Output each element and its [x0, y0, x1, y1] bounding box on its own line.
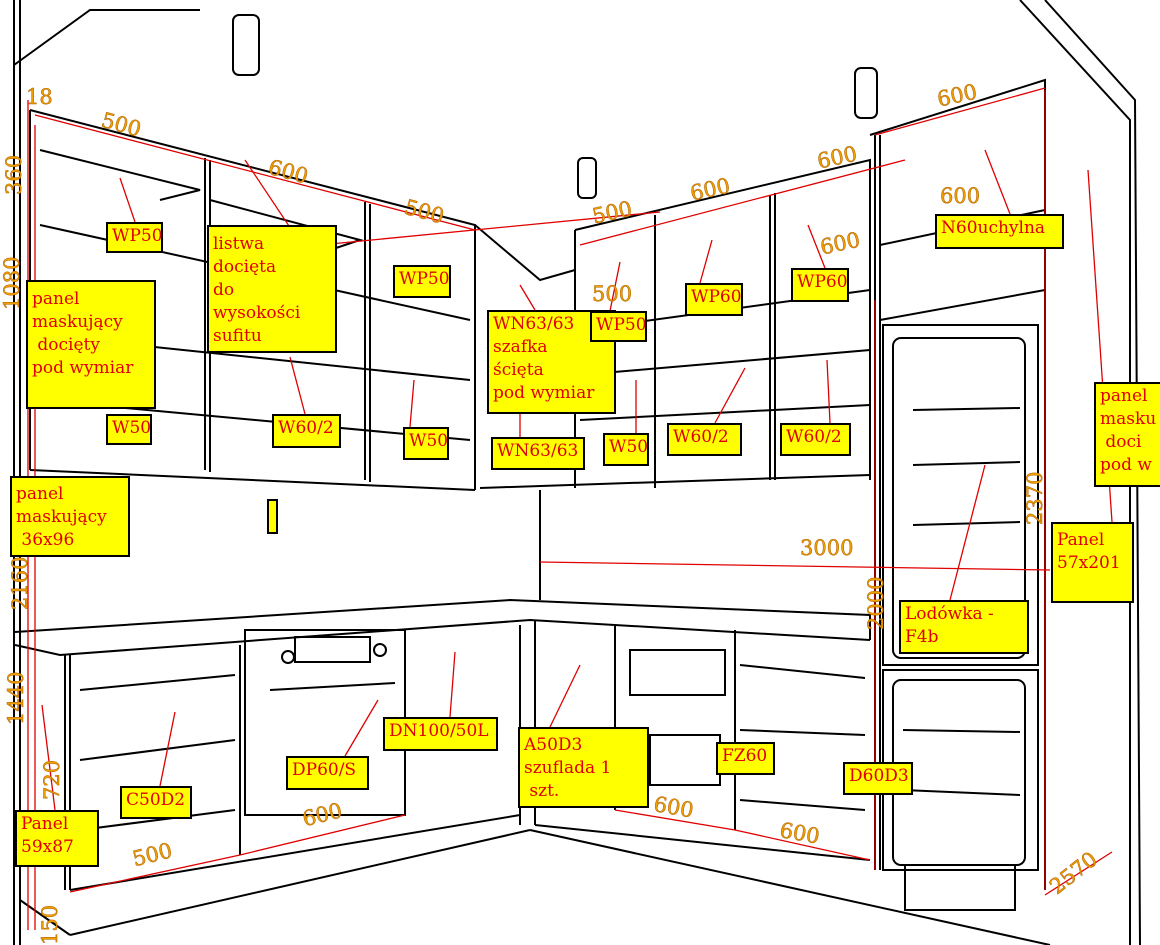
label-n60uchylna: N60uchylna [935, 214, 1064, 249]
label-wp50: WP50 [590, 311, 647, 342]
dimension-720: 720 [40, 759, 65, 801]
label-dn100-50l: DN100/50L [383, 717, 498, 751]
dimension-600: 600 [940, 184, 981, 209]
label-w50: W50 [403, 427, 449, 460]
label-panel-maskujacy-36x96: panel maskujący 36x96 [10, 476, 130, 557]
label-wn63: WN63/63 [491, 437, 585, 470]
label-w60-2: W60/2 [780, 423, 851, 456]
dimension-150: 150 [38, 904, 63, 945]
label-wp50: WP50 [106, 222, 163, 253]
label-wp50: WP50 [393, 265, 451, 298]
dimension-18: 18 [26, 85, 53, 110]
label-w50: W50 [106, 414, 152, 445]
dimension-360: 360 [2, 154, 27, 196]
label-a50d3: A50D3 szuflada 1 szt. [518, 727, 649, 808]
dimension-500: 500 [592, 282, 633, 307]
label-c50d2: C50D2 [120, 786, 192, 819]
label-w60-2: W60/2 [667, 423, 742, 456]
label-lodowka: Lodówka - F4b [899, 600, 1029, 654]
label-listwa: listwa docięta do wysokości sufitu [207, 225, 337, 353]
label-wp60: WP60 [791, 268, 849, 302]
dimension-2160: 2160 [8, 556, 33, 610]
dimension-3000: 3000 [800, 536, 854, 561]
label-d60d3: D60D3 [843, 762, 913, 795]
label-panel-maskujacy-dociety: panel maskujący docięty pod wymiar [26, 280, 156, 409]
dimension-1080: 1080 [0, 256, 24, 310]
label-wn63-szafka: WN63/63 szafka ścięta pod wymiar [487, 310, 616, 414]
label-w60-2: W60/2 [272, 414, 341, 448]
label-wp60: WP60 [685, 283, 743, 316]
label-panel-maskujacy-right: panel masku doci pod w [1094, 382, 1160, 487]
label-dp60s: DP60/S [286, 756, 369, 790]
label-panel-57x201: Panel 57x201 [1051, 522, 1134, 603]
label-fz60: FZ60 [716, 742, 775, 775]
dimension-2000: 2000 [864, 576, 889, 630]
dimension-2370: 2370 [1023, 471, 1048, 525]
dimension-lines [27, 87, 1113, 930]
dimension-1440: 1440 [4, 671, 29, 725]
label-panel-59x87: Panel 59x87 [15, 810, 99, 867]
label-w50: W50 [603, 433, 649, 466]
